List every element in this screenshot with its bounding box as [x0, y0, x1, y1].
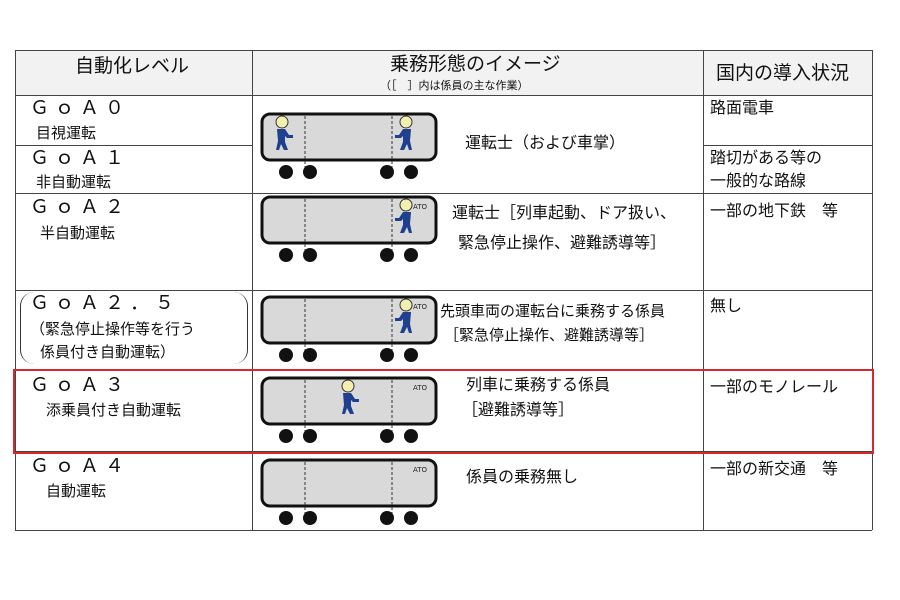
ato-label: ATO	[413, 466, 428, 474]
level-goa2-name: 半自動運転	[40, 224, 116, 242]
desc-goa2-5: 先頭車両の運転台に乗務する係員	[440, 302, 666, 320]
wheel-icon	[279, 511, 293, 525]
status-goa0: 路面電車	[710, 98, 775, 117]
wheel-icon	[404, 429, 418, 443]
train-illustration	[260, 110, 440, 180]
wheel-icon	[404, 348, 418, 362]
ato-label: ATO	[413, 203, 428, 211]
wheel-icon	[404, 248, 418, 262]
desc-goa01: 運転士（および車掌）	[465, 133, 626, 152]
status-goa1-2: 一般的な路線	[710, 171, 807, 190]
level-goa2-5-name: （緊急停止操作等を行う	[30, 320, 196, 338]
wheel-icon	[380, 429, 394, 443]
table-header	[15, 50, 872, 95]
train-illustration: ATO	[260, 293, 440, 363]
desc-goa4: 係員の乗務無し	[466, 467, 579, 486]
bracket	[20, 292, 248, 364]
level-goa4-name: 自動運転	[46, 482, 107, 500]
ato-label: ATO	[413, 384, 428, 392]
status-goa2: 一部の地下鉄 等	[710, 201, 839, 220]
train-illustration: ATO	[260, 456, 440, 526]
level-goa3: ＧｏＡ３	[30, 374, 131, 396]
level-goa3-name: 添乗員付き自動運転	[46, 401, 182, 419]
status-goa2-5: 無し	[710, 296, 743, 315]
wheel-icon	[303, 511, 317, 525]
wheel-icon	[303, 429, 317, 443]
wheel-icon	[380, 165, 394, 179]
wheel-icon	[380, 348, 394, 362]
train-illustration: ATO	[260, 193, 440, 263]
level-goa2-5: ＧｏＡ２．５	[30, 292, 181, 314]
wheel-icon	[303, 248, 317, 262]
status-goa3: 一部のモノレール	[710, 377, 839, 396]
wheel-icon	[279, 165, 293, 179]
crew-member-icon	[275, 115, 293, 150]
level-goa1-name: 非自動運転	[36, 173, 112, 191]
header-status: 国内の導入状況	[716, 62, 850, 84]
desc-goa3-2: ［避難誘導等］	[462, 400, 575, 419]
status-goa4: 一部の新交通 等	[710, 459, 839, 478]
level-goa1: ＧｏＡ１	[30, 147, 131, 169]
wheel-icon	[404, 165, 418, 179]
train-illustration: ATO	[260, 374, 440, 444]
crew-member-icon	[341, 379, 359, 414]
wheel-icon	[380, 511, 394, 525]
level-goa4: ＧｏＡ４	[30, 455, 131, 477]
header-image-note: （［ ］内は係員の主な作業）	[380, 79, 529, 92]
crew-member-icon	[395, 198, 413, 233]
desc-goa2-5-2: ［緊急停止操作、避難誘導等］	[444, 326, 655, 344]
desc-goa3: 列車に乗務する係員	[466, 375, 611, 394]
level-goa0: ＧｏＡ０	[30, 97, 131, 119]
desc-goa2-2: 緊急停止操作、避難誘導等］	[458, 233, 667, 252]
wheel-icon	[279, 248, 293, 262]
header-image: 乗務形態のイメージ	[390, 53, 561, 75]
crew-member-icon	[395, 298, 413, 333]
wheel-icon	[303, 165, 317, 179]
wheel-icon	[404, 511, 418, 525]
status-goa1: 踏切がある等の	[710, 148, 823, 167]
header-level: 自動化レベル	[75, 55, 190, 77]
wheel-icon	[279, 348, 293, 362]
level-goa2-5-name2: 係員付き自動運転）	[40, 343, 176, 361]
wheel-icon	[303, 348, 317, 362]
wheel-icon	[279, 429, 293, 443]
goa3-highlight-box	[13, 369, 874, 454]
level-goa2: ＧｏＡ２	[30, 196, 131, 218]
ato-label: ATO	[413, 303, 428, 311]
crew-member-icon	[395, 115, 413, 150]
wheel-icon	[380, 248, 394, 262]
desc-goa2: 運転士［列車起動、ドア扱い、	[452, 203, 677, 222]
level-goa0-name: 目視運転	[36, 124, 97, 142]
